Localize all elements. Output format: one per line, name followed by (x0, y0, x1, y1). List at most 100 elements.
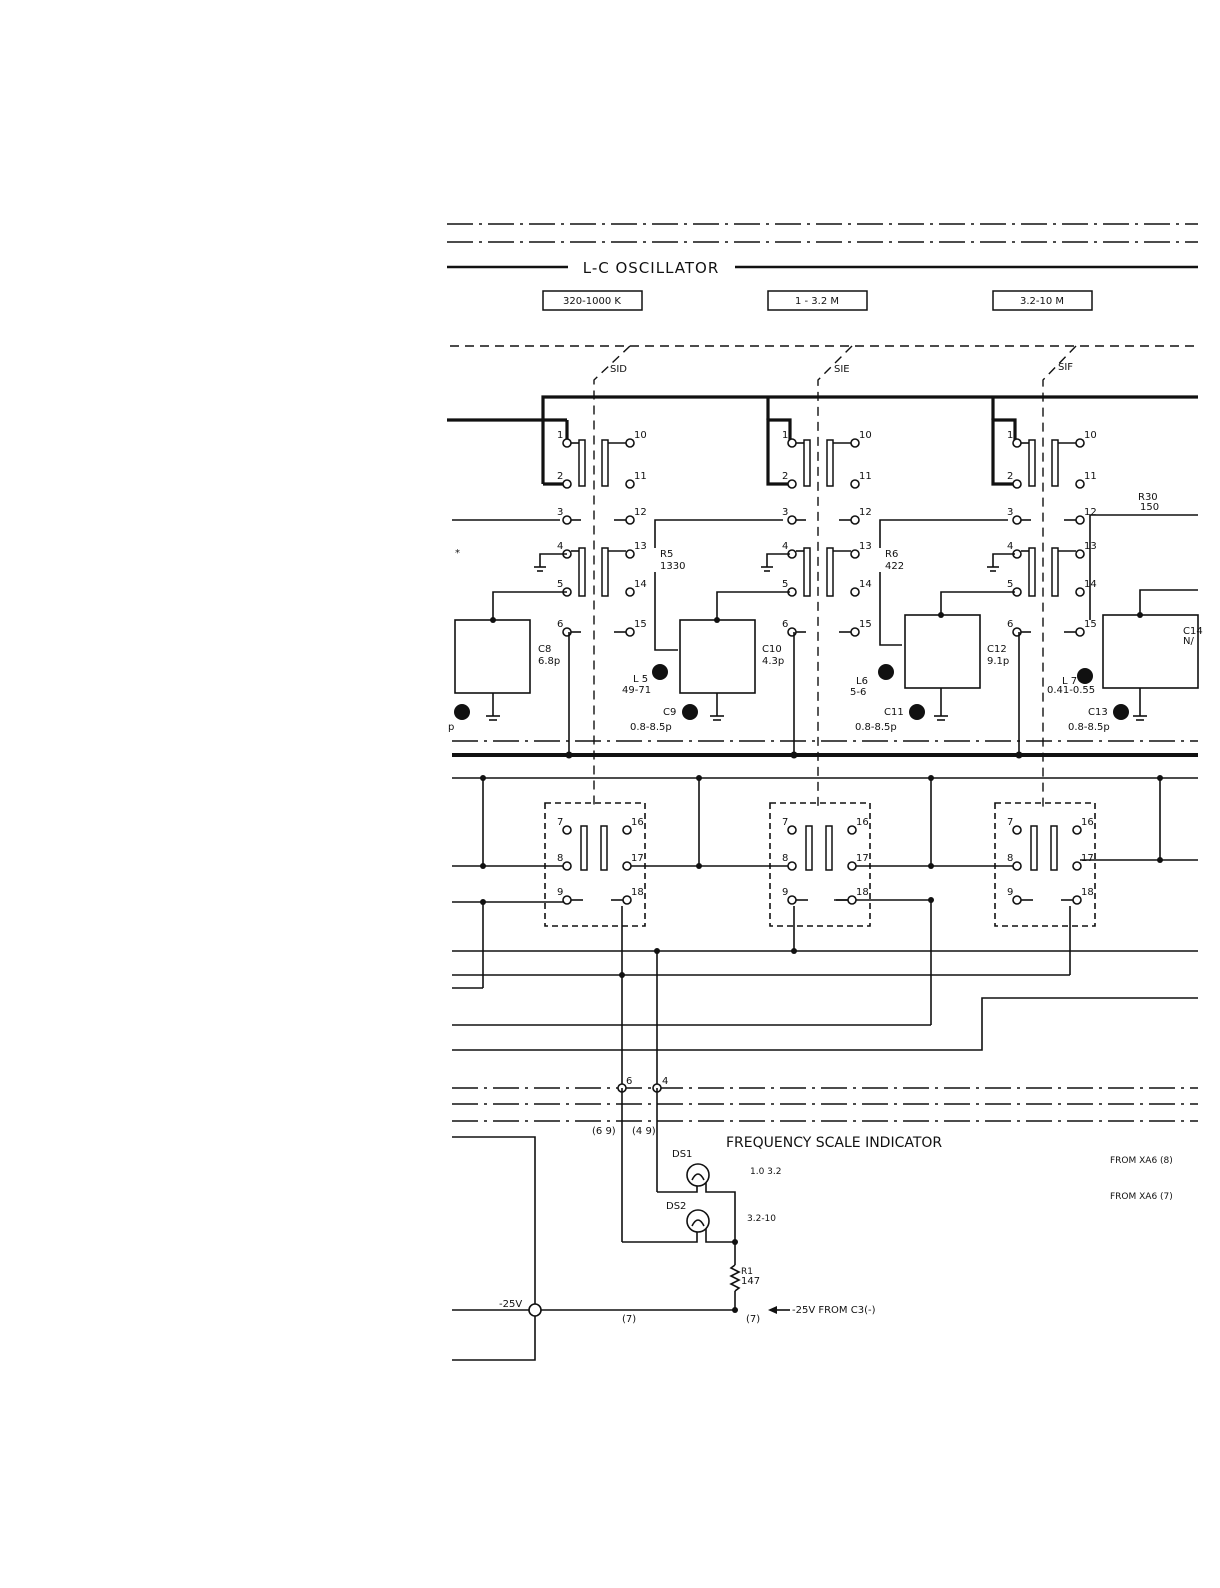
contact-blade (825, 825, 833, 871)
terminal-label: 4 (782, 541, 788, 552)
terminal-label: 1 (557, 430, 563, 441)
terminal-label: 9 (1007, 887, 1013, 898)
indicator-circuit (452, 1088, 790, 1361)
terminal-1 (562, 438, 572, 448)
r1-value: 147 (741, 1276, 760, 1287)
switch-label-sid: SID (610, 364, 627, 375)
ds2-label: DS2 (666, 1201, 686, 1212)
r6-ref: R6 (885, 549, 898, 560)
band-label-2: 1 - 3.2 M (795, 296, 839, 307)
terminal-label: 9 (557, 887, 563, 898)
terminal-label: 2 (1007, 471, 1013, 482)
ds1-label: DS1 (672, 1149, 692, 1160)
terminal-17 (1072, 861, 1082, 871)
terminal-17 (847, 861, 857, 871)
terminal-label: 3 (1007, 507, 1013, 518)
terminal-8 (1012, 861, 1022, 871)
c8-value: 6.8p (538, 656, 560, 667)
r30-value: 150 (1140, 502, 1159, 513)
thick-wiring (447, 395, 1198, 486)
terminal-11 (1075, 479, 1085, 489)
wire-7b-label: (7) (746, 1314, 760, 1325)
terminal-14 (1075, 587, 1085, 597)
terminal-2 (1012, 479, 1022, 489)
terminal-label: 18 (631, 887, 644, 898)
terminal-label: 13 (634, 541, 647, 552)
terminal-1 (1012, 438, 1022, 448)
from-xa6-7-label: FROM XA6 (7) (1110, 1192, 1173, 1202)
terminal-13 (625, 549, 635, 559)
contact-blade (578, 547, 586, 597)
c11-ref: C11 (884, 707, 904, 718)
c13-ref: C13 (1088, 707, 1108, 718)
terminal-label: 15 (634, 619, 647, 630)
terminal-16 (1072, 825, 1082, 835)
terminal-7 (1012, 825, 1022, 835)
c12-ref: C12 (987, 644, 1007, 655)
terminal-label: 4 (557, 541, 563, 552)
contact-blade (826, 547, 834, 597)
node-6-label: 6 (626, 1076, 632, 1087)
tank-circuits (452, 514, 1199, 759)
terminal-2 (787, 479, 797, 489)
contact-blade (578, 439, 586, 487)
terminal-label: 15 (1084, 619, 1097, 630)
terminal-label: 7 (557, 817, 563, 828)
terminal-8 (562, 861, 572, 871)
terminal-label: 17 (856, 853, 869, 864)
terminal-label: 16 (856, 817, 869, 828)
terminal-label: 5 (1007, 579, 1013, 590)
terminal-7 (562, 825, 572, 835)
l7-ref: L 7 (1062, 676, 1077, 687)
contact-blade (580, 825, 588, 871)
contact-blade (803, 547, 811, 597)
terminal-3 (562, 515, 572, 525)
terminal-18 (847, 895, 857, 905)
c9-value: 0.8-8.5p (630, 722, 672, 733)
terminal-17 (622, 861, 632, 871)
terminal-15 (1075, 627, 1085, 637)
node-4-label: 4 (662, 1076, 668, 1087)
terminal-16 (847, 825, 857, 835)
partial-star: * (455, 548, 460, 559)
terminal-13 (1075, 549, 1085, 559)
terminal-3 (1012, 515, 1022, 525)
terminal-1 (787, 438, 797, 448)
terminal-3 (787, 515, 797, 525)
middle-wiring (452, 775, 1198, 1088)
terminal-12 (1075, 515, 1085, 525)
wire-7a-label: (7) (622, 1314, 636, 1325)
contact-blade (601, 439, 609, 487)
band-label-1: 320-1000 K (563, 296, 621, 307)
r5-value: 1330 (660, 561, 685, 572)
terminal-12 (625, 515, 635, 525)
terminal-2 (562, 479, 572, 489)
terminal-label: 5 (782, 579, 788, 590)
terminal-label: 13 (859, 541, 872, 552)
contact-blade (1051, 439, 1059, 487)
c10-value: 4.3p (762, 656, 784, 667)
terminal-8 (787, 861, 797, 871)
switch-label-sie: SIE (834, 364, 850, 375)
terminal-label: 4 (1007, 541, 1013, 552)
contact-blade (1030, 825, 1038, 871)
terminal-label: 6 (557, 619, 563, 630)
terminal-label: 14 (859, 579, 872, 590)
terminal-10 (1075, 438, 1085, 448)
terminal-label: 3 (782, 507, 788, 518)
terminal-label: 7 (1007, 817, 1013, 828)
ds2-range: 3.2-10 (747, 1214, 776, 1224)
terminal-9 (787, 895, 797, 905)
terminal-10 (850, 438, 860, 448)
terminal-label: 11 (1084, 471, 1097, 482)
c14-value: N/ (1183, 636, 1194, 647)
c9-ref: C9 (663, 707, 676, 718)
terminal-label: 18 (856, 887, 869, 898)
terminal-label: 10 (634, 430, 647, 441)
terminal-9 (1012, 895, 1022, 905)
